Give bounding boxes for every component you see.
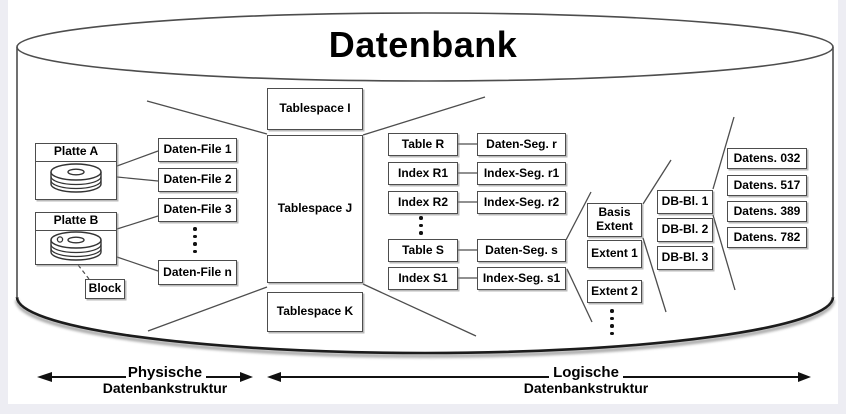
db-block-3-box: DB-Bl. 3	[657, 246, 713, 270]
basis-extent-line1: Basis	[598, 205, 631, 220]
index-seg-s1-box: Index-Seg. s1	[477, 267, 566, 290]
block-box: Block	[85, 279, 125, 299]
daten-seg-s-box: Daten-Seg. s	[477, 239, 566, 262]
table-r-box: Table R	[388, 133, 458, 156]
record-517-box: Datens. 517	[727, 175, 807, 196]
record-389-box: Datens. 389	[727, 201, 807, 222]
disk-platte-b-label: Platte B	[36, 213, 116, 231]
page-edge-left	[0, 0, 8, 414]
daten-file-3-box: Daten-File 3	[158, 198, 237, 222]
disk-platte-a: Platte A	[35, 143, 117, 200]
db-block-1-box: DB-Bl. 1	[657, 190, 713, 214]
tablespace-i-box: Tablespace I	[267, 88, 363, 130]
legend-physical: Physische Datenbankstruktur	[85, 365, 245, 396]
page-edge-bottom	[0, 404, 846, 414]
page-title: Datenbank	[328, 24, 518, 65]
basis-extent-line2: Extent	[596, 219, 633, 233]
tablespace-k-box: Tablespace K	[267, 292, 363, 332]
index-seg-r1-box: Index-Seg. r1	[477, 162, 566, 185]
physical-extent-arrow	[37, 372, 253, 382]
index-r1-box: Index R1	[388, 162, 458, 185]
disk-platte-a-label: Platte A	[36, 144, 116, 162]
extent-1-box: Extent 1	[587, 240, 642, 268]
block-marker-icon	[56, 236, 64, 243]
db-block-2-box: DB-Bl. 2	[657, 218, 713, 242]
logical-extent-arrow	[267, 372, 811, 382]
legend-logical: Logische Datenbankstruktur	[506, 365, 666, 396]
daten-file-2-box: Daten-File 2	[158, 168, 237, 192]
legend-logical-line2: Datenbankstruktur	[523, 380, 649, 396]
daten-file-n-box: Daten-File n	[158, 260, 237, 285]
index-seg-r2-box: Index-Seg. r2	[477, 191, 566, 214]
index-r2-box: Index R2	[388, 191, 458, 214]
disk-icon	[50, 163, 102, 194]
page-edge-right	[838, 0, 846, 414]
daten-seg-r-box: Daten-Seg. r	[477, 133, 566, 156]
legend-physical-line2: Datenbankstruktur	[102, 380, 228, 396]
vertical-ellipsis	[193, 227, 197, 253]
tablespace-j-box: Tablespace J	[267, 135, 363, 283]
record-032-box: Datens. 032	[727, 148, 807, 169]
disk-icon	[50, 231, 102, 261]
extent-2-box: Extent 2	[587, 280, 642, 303]
disk-platte-b: Platte B	[35, 212, 117, 265]
record-782-box: Datens. 782	[727, 227, 807, 248]
daten-file-1-box: Daten-File 1	[158, 138, 237, 162]
vertical-ellipsis	[610, 309, 614, 335]
legend-logical-line1: Logische	[553, 364, 619, 381]
legend-physical-line1: Physische	[127, 364, 203, 381]
datenbank-cylinder	[15, 12, 835, 358]
table-s-box: Table S	[388, 239, 458, 262]
index-s1-box: Index S1	[388, 267, 458, 290]
basis-extent-box: Basis Extent	[587, 203, 642, 237]
